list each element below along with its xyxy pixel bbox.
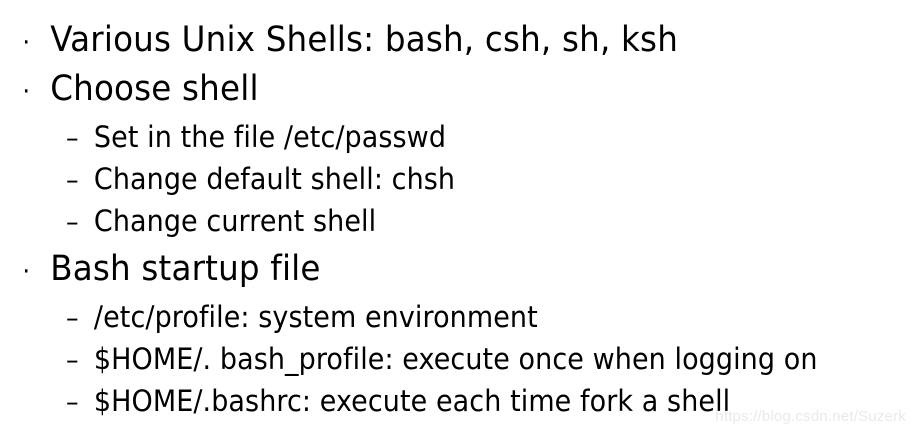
sub-bullet-item-change-current-shell: – Change current shell: [0, 201, 858, 243]
dash-marker-icon: –: [66, 165, 79, 196]
sub-bullet-item-home-bashrc: – $HOME/.bashrc: execute each time fork …: [0, 381, 858, 423]
sub-bullet-text: Change current shell: [93, 204, 377, 238]
bullet-item-choose-shell: · Choose shell: [0, 66, 858, 115]
dash-marker-icon: –: [66, 345, 79, 376]
sub-bullet-text: Change default shell: chsh: [93, 162, 456, 196]
bullet-item-various-unix-shells: · Various Unix Shells: bash, csh, sh, ks…: [0, 17, 858, 66]
sub-bullet-text: $HOME/. bash_profile: execute once when …: [93, 342, 818, 376]
dash-marker-icon: –: [66, 123, 79, 154]
bullet-outline: · Various Unix Shells: bash, csh, sh, ks…: [0, 0, 923, 423]
dash-marker-icon: –: [66, 387, 79, 418]
bullet-marker-icon: ·: [22, 28, 31, 58]
sub-bullet-text: Set in the file /etc/passwd: [93, 120, 447, 154]
spacer: [0, 0, 923, 17]
bullet-item-bash-startup-file: · Bash startup file: [0, 246, 858, 295]
sub-bullet-item-etc-profile: – /etc/profile: system environment: [0, 297, 858, 339]
watermark: https://blog.csdn.net/Suzerk: [715, 408, 906, 425]
sub-bullet-item-home-bash-profile: – $HOME/. bash_profile: execute once whe…: [0, 339, 858, 381]
bullet-text: Various Unix Shells: bash, csh, sh, ksh: [50, 20, 679, 60]
sub-bullet-item-set-in-file-etc-passwd: – Set in the file /etc/passwd: [0, 117, 858, 159]
bullet-marker-icon: ·: [22, 257, 31, 287]
sub-bullet-text: $HOME/.bashrc: execute each time fork a …: [93, 384, 731, 418]
bullet-text: Bash startup file: [50, 249, 321, 289]
bullet-text: Choose shell: [50, 69, 259, 109]
sub-bullet-text: /etc/profile: system environment: [93, 300, 538, 334]
dash-marker-icon: –: [66, 303, 79, 334]
bullet-marker-icon: ·: [22, 77, 31, 107]
sub-bullet-item-change-default-shell: – Change default shell: chsh: [0, 159, 858, 201]
dash-marker-icon: –: [66, 207, 79, 238]
